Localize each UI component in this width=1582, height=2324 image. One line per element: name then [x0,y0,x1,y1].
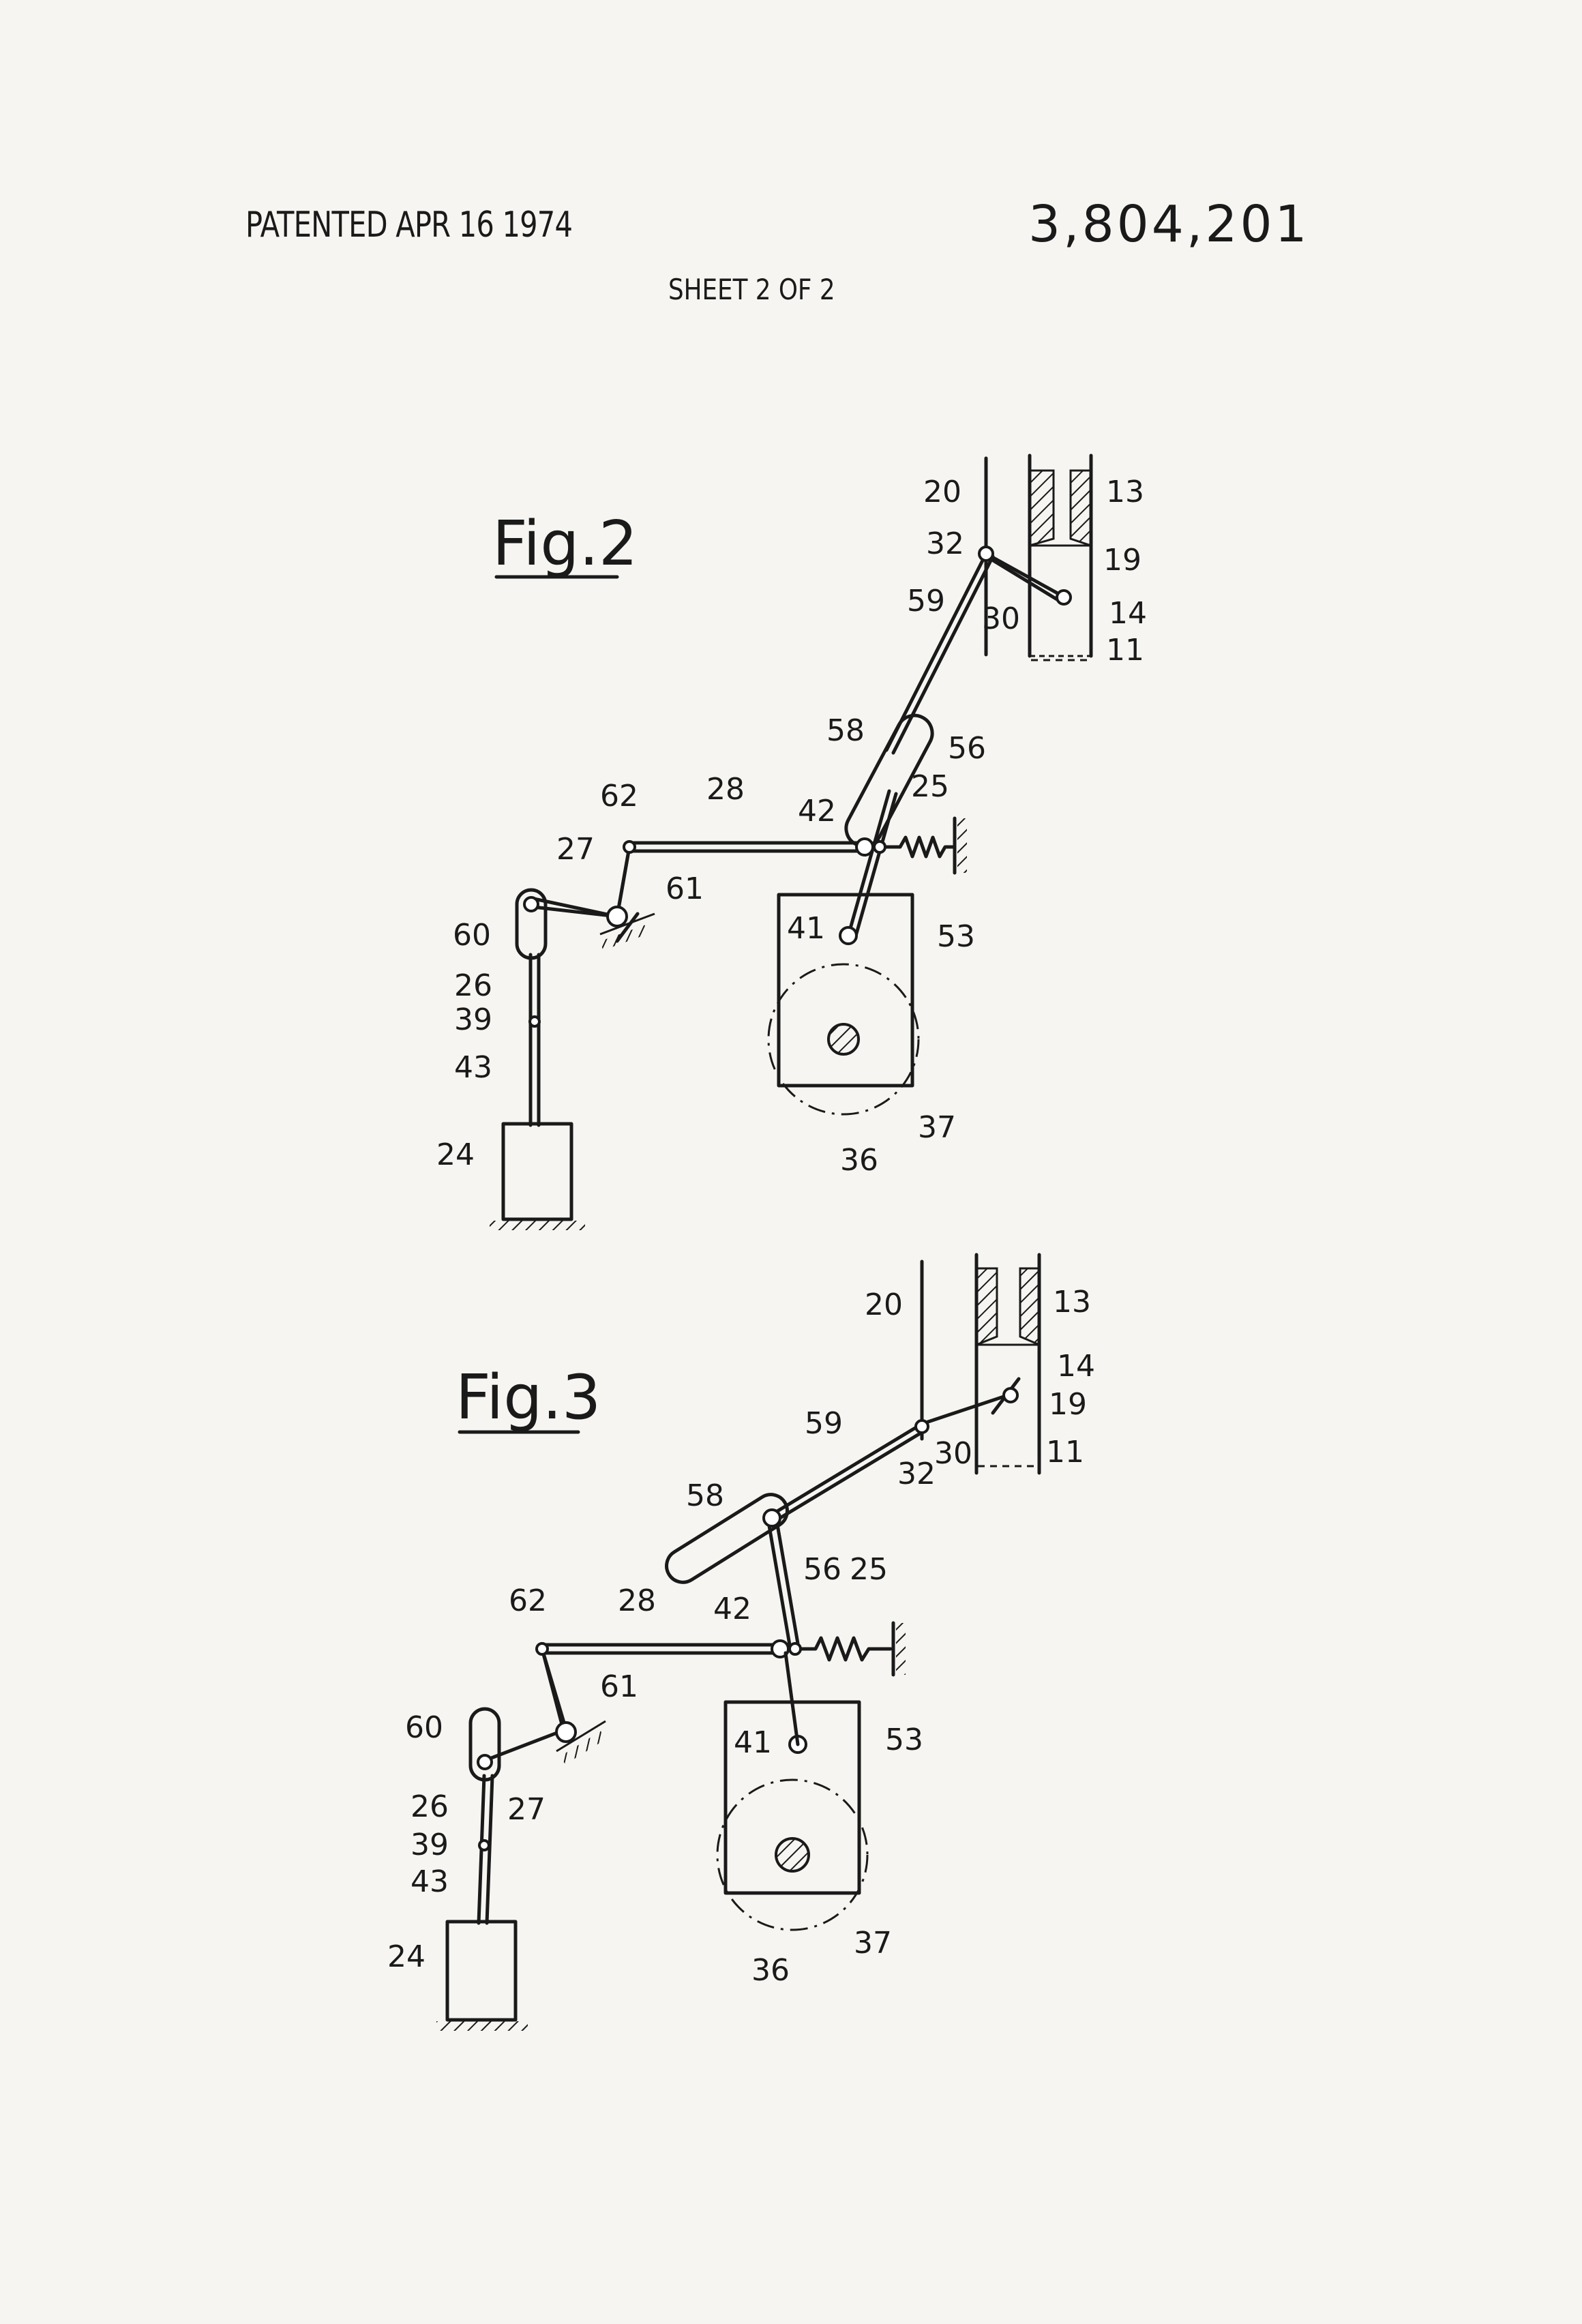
fig2-label-20: 20 [923,475,961,509]
fig2-label-26: 26 [454,968,492,1003]
fig2-label-53: 53 [937,919,975,954]
fig3-pivot-32 [916,1420,928,1433]
fig3-pivot-19 [1004,1388,1017,1402]
fig3-spring-25 [788,1638,891,1660]
fig2-label-27: 27 [556,832,595,867]
fig2-label-28: 28 [706,772,745,807]
fig3-label-39: 39 [411,1828,449,1862]
fig2-label-13: 13 [1106,475,1144,509]
fig3-shaft-36 [776,1838,809,1871]
fig2-label-14: 14 [1109,596,1147,631]
fig2-link-56 [848,791,889,936]
fig2-label-39: 39 [454,1002,492,1037]
fig2-tube [1030,456,1091,660]
fig2-pivot-42 [856,839,873,855]
fig2-label-41: 41 [787,911,825,946]
fig2-label-11: 11 [1106,633,1144,668]
fig2-label-19: 19 [1103,543,1141,578]
fig2-shaft-36 [829,1024,859,1054]
fig3-label-13: 13 [1053,1285,1091,1320]
fig2-title: Fig.2 [492,508,638,580]
fig2-pivot-41 [840,927,856,944]
fig2-label-59: 59 [907,584,945,619]
fig2-label-60: 60 [453,918,491,953]
fig3-label-42: 42 [713,1592,751,1626]
fig3-label-36: 36 [751,1953,790,1988]
fig3-label-62: 62 [509,1583,547,1618]
fig3-tube [976,1255,1039,1473]
fig3-label-61: 61 [600,1669,638,1704]
fig2-label-32: 32 [926,526,964,561]
fig3-label-26: 26 [411,1789,449,1824]
fig3-label-32: 32 [897,1457,936,1491]
fig3-label-27: 27 [507,1792,546,1827]
fig2-label-36: 36 [840,1143,878,1178]
fig2-label-37: 37 [918,1110,956,1145]
fig3-label-60: 60 [405,1710,443,1745]
fig2-pivot-19 [1057,591,1071,604]
fig2-pivot-32 [979,547,993,561]
fig3-slot-58 [660,1489,793,1589]
fig3-label-37: 37 [854,1926,892,1961]
fig3-label-30: 30 [934,1436,972,1471]
fig3-pivot-39 [479,1841,489,1850]
fig3-pivot-61 [556,1723,576,1742]
fig2-label-58: 58 [826,713,865,748]
fig2-pivot-60 [524,897,538,911]
fig2-link-30 [986,554,1064,597]
fig3-pivot-60 [478,1755,492,1769]
fig3-label-59: 59 [805,1406,843,1441]
fig2-pivot-62 [624,841,635,852]
fig3-block-24 [447,1922,516,2020]
fig3-label-43: 43 [411,1864,449,1899]
figure-3: Fig.3 [387,1255,1095,2031]
fig2-label-61: 61 [666,872,704,906]
fig3-label-20: 20 [865,1287,903,1322]
fig3-label-14: 14 [1057,1349,1095,1384]
fig2-block-24 [503,1124,571,1219]
fig3-pivot-62 [537,1643,548,1654]
fig2-label-43: 43 [454,1050,492,1085]
fig3-label-58: 58 [686,1478,724,1513]
fig3-link-27 [484,1729,566,1761]
fig2-label-24: 24 [436,1137,475,1172]
fig3-label-11: 11 [1046,1435,1084,1470]
fig3-label-25: 25 [850,1552,888,1587]
fig3-label-28: 28 [618,1583,656,1618]
fig2-label-25: 25 [911,769,949,804]
fig2-label-42: 42 [798,794,836,829]
figure-2: Fig.2 [436,456,1147,1230]
fig2-pivot-39 [530,1017,539,1026]
fig3-label-19: 19 [1049,1387,1087,1422]
fig3-title: Fig.3 [456,1362,601,1433]
fig3-label-41: 41 [734,1725,772,1760]
fig3-label-56: 56 [803,1552,841,1587]
fig2-pivot-61 [608,907,627,926]
fig2-label-62: 62 [600,779,638,814]
fig2-label-56: 56 [948,731,986,766]
fig3-label-24: 24 [387,1939,426,1974]
fig2-label-30: 30 [982,601,1020,636]
fig3-label-53: 53 [885,1723,923,1757]
fig3-pivot-58 [764,1510,780,1526]
